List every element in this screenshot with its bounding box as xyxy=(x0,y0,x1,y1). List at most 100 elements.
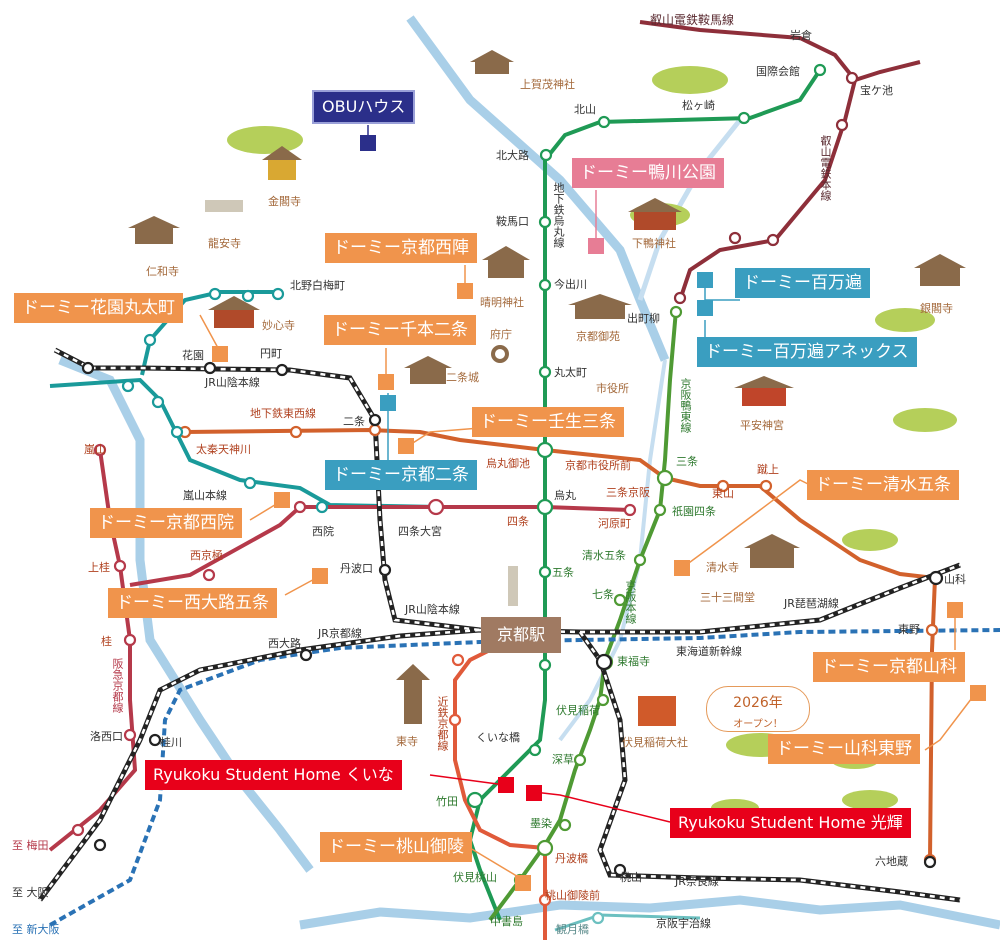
landmark-kiyomizudera: 清水寺 xyxy=(706,561,739,574)
property-label-kuina[interactable]: Ryukoku Student Home くいな xyxy=(145,760,402,790)
line-label-tokaido: 東海道新幹線 xyxy=(676,645,742,658)
station-takeda: 竹田 xyxy=(436,795,458,808)
station-shichijo: 七条 xyxy=(592,588,614,601)
station-tambaguchi: 丹波口 xyxy=(340,562,373,575)
station-gojo: 五条 xyxy=(552,566,574,579)
property-label-nijo[interactable]: ドーミー京都二条 xyxy=(325,460,477,490)
station-tofukuji: 東福寺 xyxy=(617,655,650,668)
opening-year: 2026年 xyxy=(733,695,783,711)
line-label-keihan-uji: 京阪宇治線 xyxy=(656,917,711,930)
station-tambabashi: 丹波橋 xyxy=(555,852,588,865)
property-label-momoyama[interactable]: ドーミー桃山御陵 xyxy=(320,832,472,862)
station-to-shinosaka: 至 新大阪 xyxy=(12,923,60,936)
property-label-mibu[interactable]: ドーミー壬生三条 xyxy=(472,407,624,437)
line-label-jr-sanin-1: JR山陰本線 xyxy=(205,376,260,389)
landmark-fucho: 府庁 xyxy=(490,328,512,341)
opening-text: オープン！ xyxy=(733,719,783,730)
landmark-kamigamo: 上賀茂神社 xyxy=(520,78,575,91)
station-imadegawa: 今出川 xyxy=(554,278,587,291)
station-shijoomiya: 四条大宮 xyxy=(398,525,442,538)
property-label-nishioji[interactable]: ドーミー西大路五条 xyxy=(108,588,277,618)
river-kamo xyxy=(406,15,670,362)
station-takaragaike: 宝ケ池 xyxy=(860,84,893,97)
station-momoyama: 桃山 xyxy=(620,871,642,884)
station-nijo: 二条 xyxy=(343,415,365,428)
station-kitanohakubaicho: 北野白梅町 xyxy=(290,279,345,292)
station-chushojima: 中書島 xyxy=(490,915,523,928)
hill xyxy=(227,126,303,154)
property-label-kamogawa[interactable]: ドーミー鴨川公園 xyxy=(572,158,724,188)
station-keage: 蹴上 xyxy=(757,463,779,476)
landmark-nijojo: 二条城 xyxy=(446,371,479,384)
hill xyxy=(652,66,728,94)
station-matsugasaki: 松ヶ崎 xyxy=(682,99,715,112)
leader-lines xyxy=(199,125,979,879)
property-label-hyakumanben-annex[interactable]: ドーミー百万遍アネックス xyxy=(697,337,917,367)
line-label-karasuma: 地下鉄烏丸線 xyxy=(552,182,565,248)
station-shijo: 四条 xyxy=(507,515,529,528)
station-arashiyama: 嵐山 xyxy=(84,443,106,456)
property-label-koki[interactable]: Ryukoku Student Home 光輝 xyxy=(670,808,911,838)
landmark-heian: 平安神宮 xyxy=(740,419,784,432)
station-momoyamagoryomae: 桃山御陵前 xyxy=(545,889,600,902)
station-higashiyama: 東山 xyxy=(712,487,734,500)
line-label-eizan-main: 叡山電鉄本線 xyxy=(819,135,832,201)
line-label-keihan-oto: 京阪鴨東線 xyxy=(679,378,692,433)
station-fushimimomoyama: 伏見桃山 xyxy=(453,871,497,884)
station-fukakusa: 深草 xyxy=(552,753,574,766)
station-kitaoji: 北大路 xyxy=(496,149,529,162)
station-iwakura: 岩倉 xyxy=(790,29,812,42)
property-markers xyxy=(212,135,986,891)
line-kintetsu xyxy=(453,648,547,940)
station-hanazono: 花園 xyxy=(182,349,204,362)
landmark-myoshinji: 妙心寺 xyxy=(262,319,295,332)
station-saiin: 西院 xyxy=(312,525,334,538)
line-label-jr-biwako: JR琵琶湖線 xyxy=(784,597,839,610)
line-label-jr-kyoto: JR京都線 xyxy=(318,627,362,640)
property-label-senbon[interactable]: ドーミー千本二条 xyxy=(324,315,476,345)
line-keihan xyxy=(488,309,678,922)
kyoto-station-label: 京都駅 xyxy=(481,617,561,653)
station-kuinabashi: くいな橋 xyxy=(476,731,520,744)
river-uji xyxy=(299,895,1000,930)
opening-note: 2026年 オープン！ xyxy=(706,686,810,732)
property-label-kiyomizu[interactable]: ドーミー清水五条 xyxy=(807,470,959,500)
property-label-saiin[interactable]: ドーミー京都西院 xyxy=(90,508,242,538)
station-kangetsukyo: 観月橋 xyxy=(556,923,589,936)
line-label-hankyu: 阪急京都線 xyxy=(111,658,124,713)
line-label-jr-sanin-2: JR山陰本線 xyxy=(405,603,460,616)
property-label-yamashina-higashino[interactable]: ドーミー山科東野 xyxy=(768,734,920,764)
station-sanjokeihan: 三条京阪 xyxy=(606,486,650,499)
station-to-umeda: 至 梅田 xyxy=(12,839,49,852)
station-katsura: 桂 xyxy=(101,635,112,648)
line-label-eizan-kurama: 叡山電鉄鞍馬線 xyxy=(650,13,735,27)
station-yamashina: 山科 xyxy=(944,573,966,586)
landmark-shiyakusho: 市役所 xyxy=(596,382,629,395)
line-label-kintetsu: 近鉄京都線 xyxy=(436,696,449,751)
property-label-hanazono[interactable]: ドーミー花園丸太町 xyxy=(14,293,183,323)
station-kokusaikaikan: 国際会館 xyxy=(756,65,800,78)
station-sumizome: 墨染 xyxy=(530,817,552,830)
station-higashino: 東野 xyxy=(898,623,920,636)
landmark-ryoanji: 龍安寺 xyxy=(208,237,241,250)
station-sanjo: 三条 xyxy=(676,455,698,468)
station-karasumaoike: 烏丸御池 xyxy=(486,457,530,470)
station-katsuragawa: 桂川 xyxy=(160,736,182,749)
line-label-randen: 嵐山本線 xyxy=(183,489,227,502)
landmark-fushimiinaritaisha: 伏見稲荷大社 xyxy=(622,736,688,749)
landmark-ginkakuji: 銀閣寺 xyxy=(920,302,953,315)
station-kuramaguchi: 鞍馬口 xyxy=(496,215,529,228)
property-label-obu[interactable]: OBUハウス xyxy=(312,90,416,124)
property-label-nishijin[interactable]: ドーミー京都西陣 xyxy=(325,233,477,263)
line-jr xyxy=(38,347,961,903)
station-nishikyogoku: 西京極 xyxy=(190,549,223,562)
station-kiyomizugojo: 清水五条 xyxy=(582,549,626,562)
river-takano xyxy=(637,118,742,301)
landmark-seimei: 晴明神社 xyxy=(480,296,524,309)
property-label-hyakumanben[interactable]: ドーミー百万遍 xyxy=(735,268,870,298)
station-nishioji: 西大路 xyxy=(268,637,301,650)
station-markers xyxy=(71,63,944,925)
property-label-yamashina[interactable]: ドーミー京都山科 xyxy=(813,652,965,682)
landmark-toji: 東寺 xyxy=(396,735,418,748)
